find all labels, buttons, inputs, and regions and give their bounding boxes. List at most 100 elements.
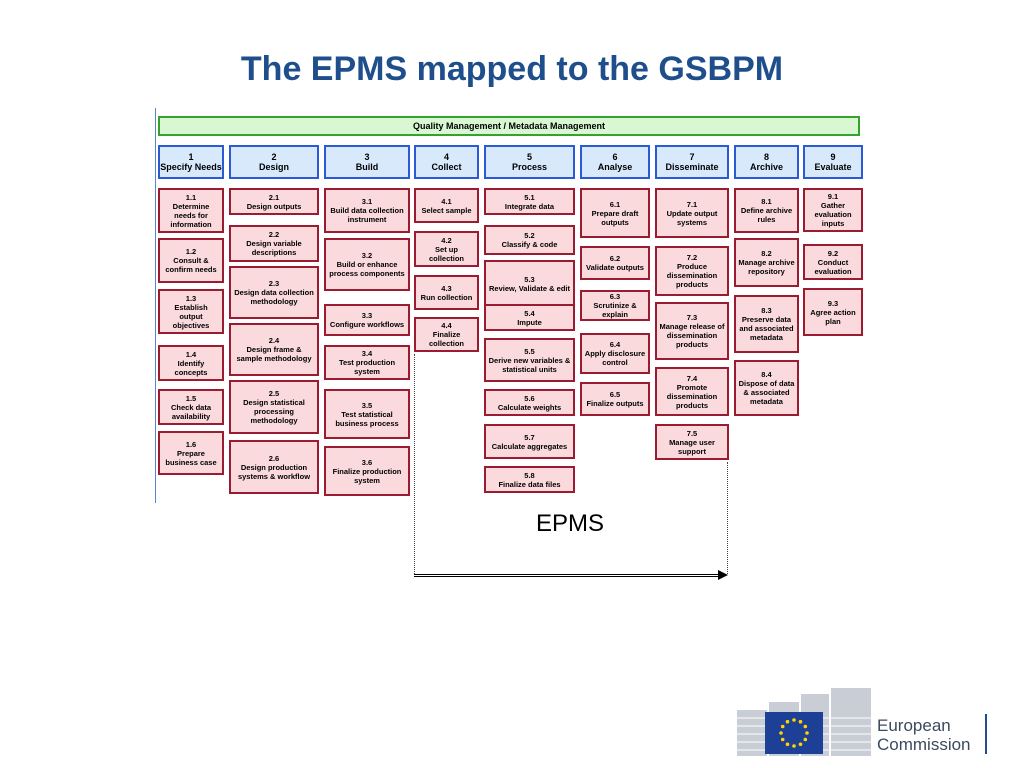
subprocess-number: 5.7 [524, 432, 535, 442]
subprocess-name: Finalize outputs [586, 399, 644, 408]
flag-star [792, 718, 796, 722]
subprocess-number: 2.4 [268, 336, 280, 345]
subprocess-name: Prepare business case [165, 448, 217, 467]
phase-name: Build [355, 162, 379, 172]
phase-name: Disseminate [665, 162, 719, 172]
subprocess-name: Validate outputs [586, 263, 644, 272]
quality-management-bar: Quality Management / Metadata Management [158, 116, 860, 136]
subprocess-number: 4.2 [441, 235, 452, 245]
flag-star [798, 742, 803, 747]
subprocess-name: Select sample [421, 205, 472, 215]
subprocess-number: 1.6 [185, 439, 197, 449]
ec-wordmark-line1: European [877, 716, 951, 735]
flag-star [780, 724, 785, 729]
subprocess-name: Test production system [338, 358, 396, 376]
subprocess-name: Scrutinize & explain [593, 301, 637, 319]
phase-name: Specify Needs [160, 162, 222, 172]
epms-arrow-head [718, 570, 728, 580]
subprocess-number: 8.1 [761, 197, 772, 206]
flag-star [785, 742, 790, 747]
subprocess-number: 5.2 [524, 231, 535, 240]
subprocess-number: 2.2 [268, 230, 280, 239]
subprocess-name: Review, Validate & edit [488, 284, 570, 293]
subprocess-name: Consult & confirm needs [165, 256, 217, 274]
subprocess-name: Prepare draft outputs [591, 208, 639, 227]
subprocess-number: 8.3 [761, 306, 772, 315]
phase-number: 6 [612, 152, 618, 162]
subprocess-name: Produce dissemination products [666, 262, 718, 289]
phase-number: 2 [271, 152, 277, 162]
phase-number: 8 [763, 152, 769, 162]
subprocess-number: 5.1 [524, 192, 535, 202]
subprocess-number: 3.4 [361, 349, 373, 358]
subprocess-name: Design outputs [246, 201, 302, 211]
subprocess-number: 7.5 [686, 428, 698, 438]
subprocess-number: 6.4 [609, 340, 621, 349]
flag-star [780, 737, 785, 742]
flag-star [805, 731, 809, 735]
subprocess-number: 7.2 [686, 253, 698, 262]
subprocess-name: Finalize collection [428, 330, 464, 348]
subprocess-number: 3.1 [361, 197, 373, 206]
subprocess-name: Set up collection [428, 244, 464, 263]
subprocess-number: 4.3 [441, 283, 452, 293]
subprocess-name: Check data availability [170, 402, 212, 421]
subprocess-name: Classify & code [501, 240, 558, 249]
subprocess-number: 8.4 [761, 370, 772, 379]
subprocess-number: 4.1 [441, 196, 452, 206]
subprocess-number: 7.3 [686, 313, 698, 322]
subprocess-name: Gather evaluation inputs [814, 201, 852, 228]
subprocess-number: 3.5 [361, 400, 373, 410]
subprocess-number: 1.5 [185, 393, 197, 403]
subprocess-number: 5.8 [524, 470, 535, 480]
subprocess-number: 3.2 [361, 251, 373, 260]
subprocess-name: Calculate aggregates [491, 441, 568, 451]
subprocess-name: Finalize data files [498, 479, 561, 489]
ec-wordmark-line2: Commission [877, 735, 971, 754]
subprocess-name: Integrate data [504, 201, 555, 211]
subprocess-number: 6.3 [609, 292, 621, 301]
subprocess-number: 7.1 [686, 199, 698, 209]
subprocess-number: 5.6 [524, 393, 535, 403]
subprocess-number: 8.2 [761, 249, 772, 258]
phase-number: 4 [443, 152, 449, 162]
subprocess-name: Promote dissemination products [666, 382, 718, 410]
subprocess-name: Test statistical business process [335, 409, 399, 428]
subprocess-name: Design frame & sample methodology [236, 345, 312, 363]
slide-title: The EPMS mapped to the GSBPM [240, 50, 784, 88]
subprocess-name: Conduct evaluation [814, 257, 852, 276]
subprocess-number: 2.6 [268, 453, 280, 463]
phase-number: 7 [689, 152, 695, 162]
subprocess-number: 6.1 [609, 199, 621, 209]
flag-star [803, 737, 808, 742]
subprocess-number: 2.1 [268, 192, 280, 202]
subprocess-name: Design production systems & workflow [237, 462, 311, 481]
